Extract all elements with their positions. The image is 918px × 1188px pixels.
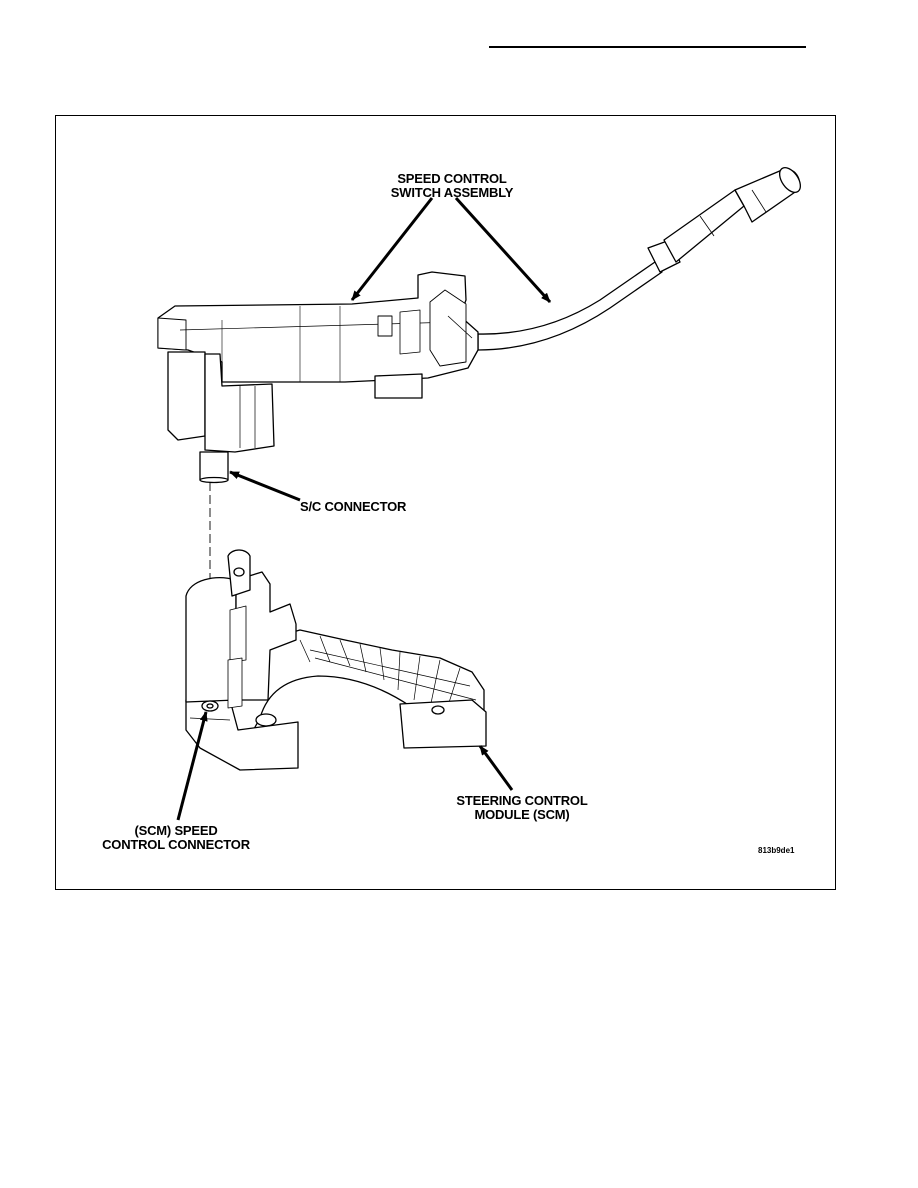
callout-arrows	[176, 196, 552, 821]
label-sc-connector: S/C CONNECTOR	[300, 499, 407, 514]
steering-control-module	[185, 549, 487, 771]
arrow-switch-assembly-left	[350, 197, 434, 301]
header-rule	[489, 46, 806, 48]
label-steering-control-module: STEERING CONTROL MODULE (SCM)	[456, 793, 588, 822]
label-scm-speed-control-connector: (SCM) SPEED CONTROL CONNECTOR	[102, 823, 250, 852]
speed-control-switch-assembly	[157, 166, 802, 484]
arrow-sc-connector	[229, 470, 301, 502]
arrow-switch-assembly-right	[454, 196, 552, 304]
arrow-scm-speed-connector	[176, 711, 208, 821]
figure-id: 813b9de1	[758, 846, 795, 855]
figure-frame	[55, 115, 836, 890]
arrow-steering-control-module	[478, 745, 514, 791]
label-speed-control-switch-assembly: SPEED CONTROL SWITCH ASSEMBLY	[390, 171, 514, 200]
